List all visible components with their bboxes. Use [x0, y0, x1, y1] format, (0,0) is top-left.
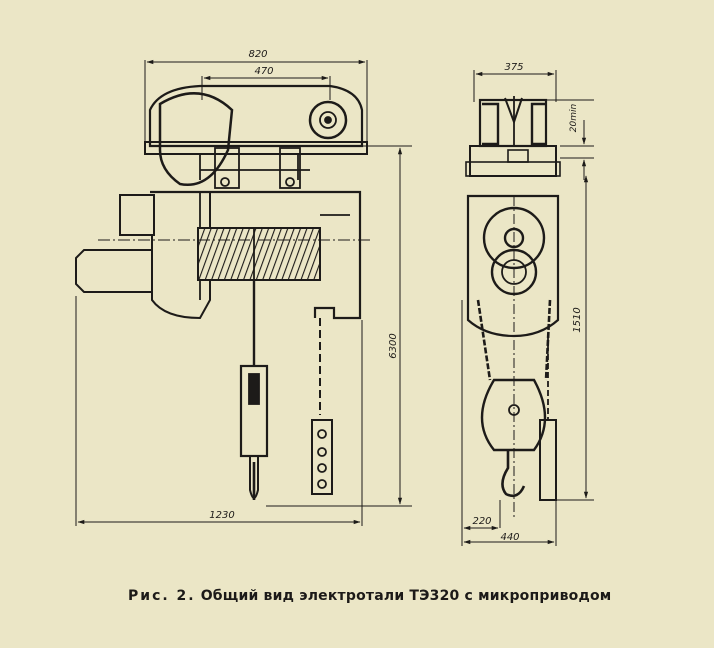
front-dimensions [75, 59, 412, 526]
dim-6300: 6300 [388, 333, 399, 358]
dim-20min: 20min [569, 103, 579, 132]
dim-440: 440 [500, 532, 519, 543]
dim-220: 220 [472, 516, 491, 527]
dim-1510: 1510 [572, 307, 583, 332]
dim-375: 375 [504, 62, 523, 73]
front-view [75, 84, 370, 500]
side-view [465, 96, 561, 520]
side-dimensions [461, 70, 594, 546]
figure-caption: Рис. 2. Общий вид электротали ТЭ320 с ми… [128, 588, 611, 604]
dim-1230: 1230 [209, 510, 234, 521]
dim-820: 820 [248, 49, 267, 60]
figure-label: Рис. 2. [128, 588, 196, 604]
figure-title: Общий вид электротали ТЭ320 с микроприво… [200, 588, 612, 604]
dim-470: 470 [254, 66, 273, 77]
